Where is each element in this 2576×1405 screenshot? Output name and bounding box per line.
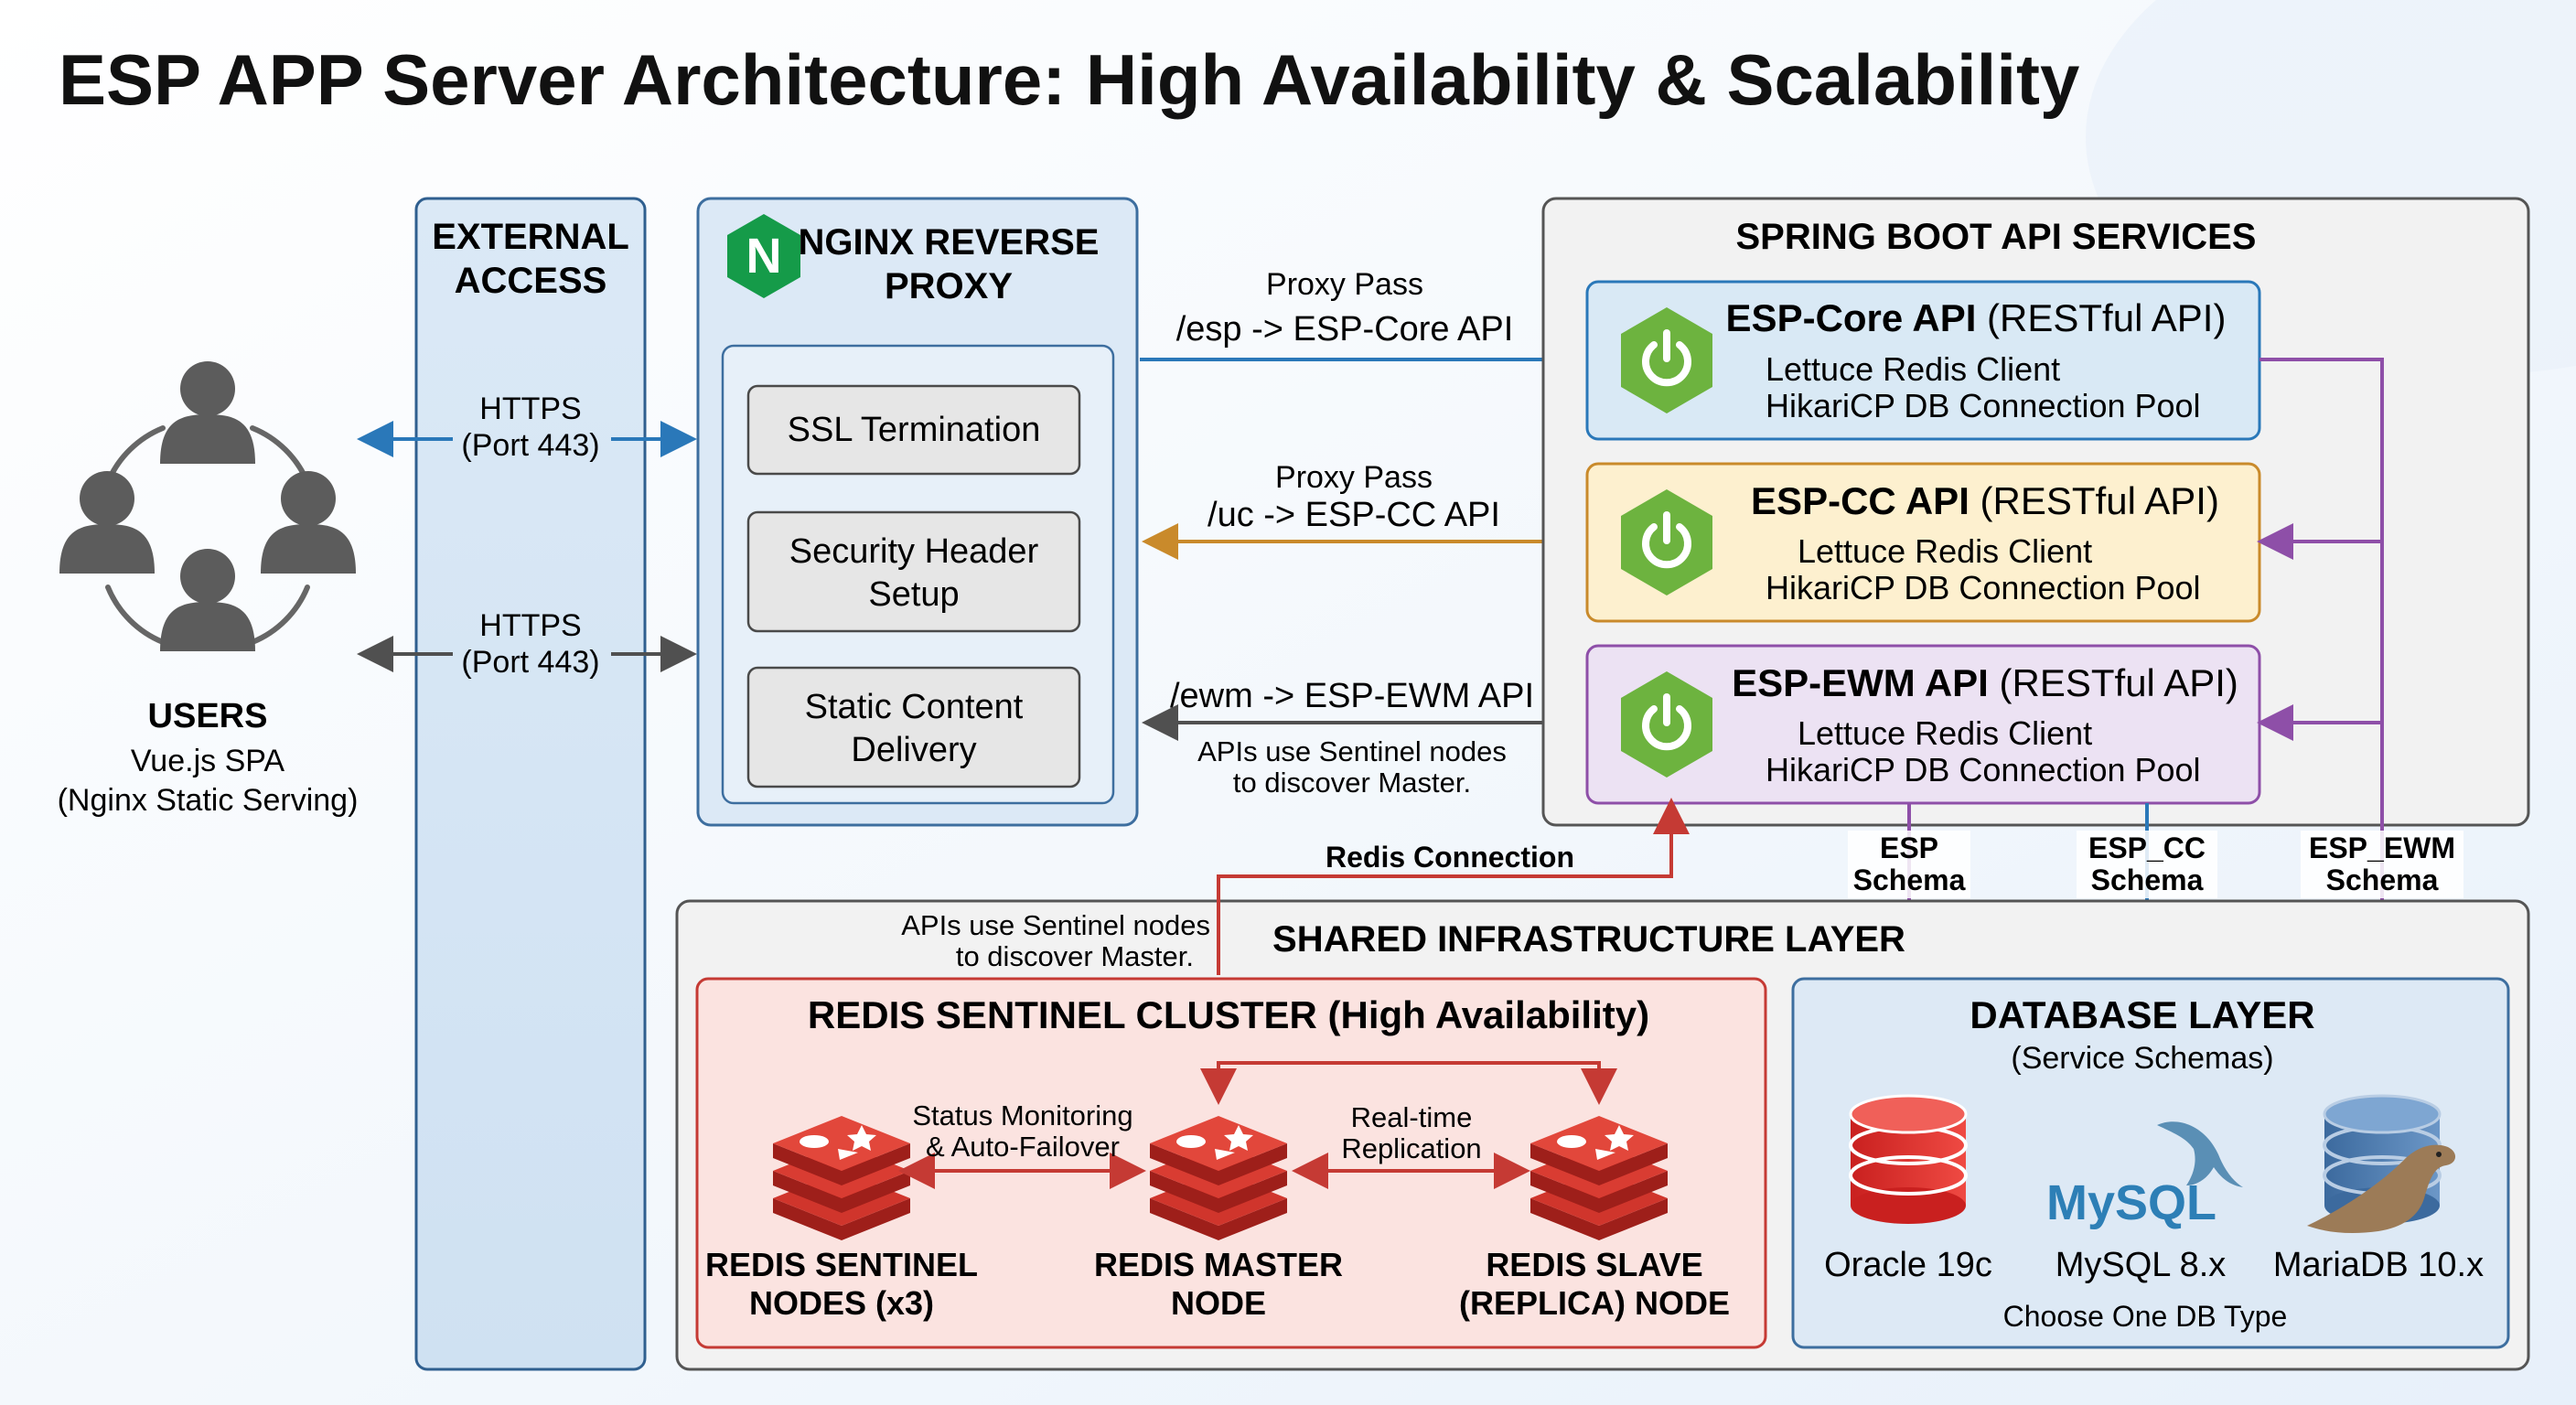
sentinel-note: to discover Master. <box>956 940 1194 972</box>
db-choice-note: Choose One DB Type <box>2003 1300 2288 1333</box>
redis-node-label: REDIS MASTER <box>1094 1246 1343 1283</box>
nginx-title: PROXY <box>885 266 1013 306</box>
svg-text:ESP-EWM API (RESTful API): ESP-EWM API (RESTful API) <box>1732 661 2238 704</box>
nginx-panel: N NGINX REVERSE PROXY SSL Termination Se… <box>696 197 1139 827</box>
nginx-item-label: Security Header <box>789 532 1039 571</box>
service-redis-client: Lettuce Redis Client <box>1766 350 2060 388</box>
replication-label: Real-time <box>1351 1101 1473 1133</box>
service-type: (RESTful API) <box>1989 661 2238 704</box>
replication-label: Replication <box>1341 1132 1481 1164</box>
https-label: HTTPS <box>479 608 581 643</box>
monitoring-label: & Auto-Failover <box>926 1131 1120 1163</box>
https-port-label: (Port 443) <box>461 428 599 463</box>
sentinel-note: APIs use Sentinel nodes <box>901 909 1210 941</box>
db-type-label: MySQL 8.x <box>2055 1246 2227 1284</box>
nginx-title: NGINX REVERSE <box>799 222 1100 263</box>
schema-label: Schema <box>1853 863 1966 896</box>
nginx-item-label: Setup <box>868 575 959 614</box>
redis-node-label: NODES (x3) <box>749 1284 934 1322</box>
schema-label: ESP_CC <box>2088 831 2206 864</box>
service-redis-client: Lettuce Redis Client <box>1798 714 2092 752</box>
svg-text:ESP-CC API (RESTful API): ESP-CC API (RESTful API) <box>1751 479 2219 522</box>
redis-node-label: (REPLICA) NODE <box>1459 1284 1730 1322</box>
schema-label: ESP_EWM <box>2309 831 2455 864</box>
nginx-logo-icon <box>727 214 800 298</box>
schema-label: Schema <box>2326 863 2439 896</box>
nginx-item-security <box>746 510 1081 633</box>
users-group: USERS Vue.js SPA (Nginx Static Serving) <box>58 361 359 818</box>
sentinel-note: APIs use Sentinel nodes <box>1197 735 1507 767</box>
shared-infrastructure-title: SHARED INFRASTRUCTURE LAYER <box>1272 919 1905 960</box>
oracle-db-icon <box>1849 1094 1968 1224</box>
redis-node-label: REDIS SLAVE <box>1486 1246 1702 1283</box>
nginx-item-ssl <box>746 384 1081 476</box>
service-redis-client: Lettuce Redis Client <box>1798 532 2092 570</box>
https-port-label: (Port 443) <box>461 645 599 680</box>
external-access-panel: EXTERNAL ACCESS HTTPS (Port 443) HTTPS (… <box>414 197 647 1371</box>
db-type-label: MariaDB 10.x <box>2273 1246 2484 1284</box>
external-access-title: ACCESS <box>455 261 607 301</box>
database-layer-panel: DATABASE LAYER (Service Schemas) MySQL O… <box>1791 977 2510 1349</box>
nginx-logo-letter: N <box>746 229 782 284</box>
users-serving: (Nginx Static Serving) <box>58 783 359 818</box>
users-label: USERS <box>148 697 268 735</box>
proxy-pass-label: Proxy Pass <box>1266 267 1423 302</box>
redis-cluster-title: REDIS SENTINEL CLUSTER (High Availabilit… <box>808 993 1649 1036</box>
service-db-pool: HikariCP DB Connection Pool <box>1766 751 2201 788</box>
database-layer-subtitle: (Service Schemas) <box>2011 1041 2273 1076</box>
service-name: ESP-EWM API <box>1732 661 1989 704</box>
mysql-logo-icon: MySQL <box>2046 1121 2243 1230</box>
sentinel-note: to discover Master. <box>1233 767 1471 799</box>
service-db-pool: HikariCP DB Connection Pool <box>1766 387 2201 424</box>
service-db-pool: HikariCP DB Connection Pool <box>1766 569 2201 606</box>
mariadb-db-icon <box>2307 1094 2456 1233</box>
schema-label: Schema <box>2091 863 2204 896</box>
service-type: (RESTful API) <box>1976 296 2226 339</box>
proxy-route-label: /uc -> ESP-CC API <box>1208 496 1500 534</box>
https-label: HTTPS <box>479 391 581 426</box>
database-layer-title: DATABASE LAYER <box>1970 993 2314 1036</box>
master-slave-link <box>1200 1061 1617 1105</box>
monitoring-label: Status Monitoring <box>912 1099 1132 1132</box>
service-esp-ewm: ESP-EWM API (RESTful API) Lettuce Redis … <box>1585 644 2261 805</box>
service-name: ESP-Core API <box>1726 296 1977 339</box>
external-access-title: EXTERNAL <box>432 217 629 257</box>
schema-label: ESP <box>1880 831 1938 864</box>
spring-boot-title: SPRING BOOT API SERVICES <box>1735 217 2256 257</box>
nginx-item-static <box>746 666 1081 788</box>
redis-node-label: REDIS SENTINEL <box>705 1246 978 1283</box>
proxy-pass-label: Proxy Pass <box>1275 460 1433 495</box>
ewm-schema-connector <box>2259 358 2400 982</box>
service-name: ESP-CC API <box>1751 479 1970 522</box>
db-type-label: Oracle 19c <box>1824 1246 1992 1284</box>
nginx-item-label: Delivery <box>851 731 976 769</box>
service-type: (RESTful API) <box>1970 479 2219 522</box>
svg-text:ESP-Core API (RESTful API): ESP-Core API (RESTful API) <box>1726 296 2227 339</box>
spring-boot-panel: SPRING BOOT API SERVICES ESP-Core API (R… <box>1541 197 2530 827</box>
service-esp-cc: ESP-CC API (RESTful API) Lettuce Redis C… <box>1585 462 2261 623</box>
redis-cluster-panel: REDIS SENTINEL CLUSTER (High Availabilit… <box>695 977 1767 1349</box>
mysql-logo-text: MySQL <box>2046 1175 2216 1230</box>
proxy-route-label: /ewm -> ESP-EWM API <box>1170 677 1534 715</box>
users-framework: Vue.js SPA <box>131 744 285 778</box>
redis-connection-label: Redis Connection <box>1326 841 1574 874</box>
proxy-route-label: /esp -> ESP-Core API <box>1176 310 1514 349</box>
redis-node-label: NODE <box>1171 1284 1266 1322</box>
page-title: ESP APP Server Architecture: High Availa… <box>59 39 2079 120</box>
redis-connection-line <box>1217 798 1690 975</box>
nginx-item-label: SSL Termination <box>788 411 1041 449</box>
nginx-item-label: Static Content <box>805 688 1024 726</box>
service-esp-core: ESP-Core API (RESTful API) Lettuce Redis… <box>1585 280 2261 441</box>
